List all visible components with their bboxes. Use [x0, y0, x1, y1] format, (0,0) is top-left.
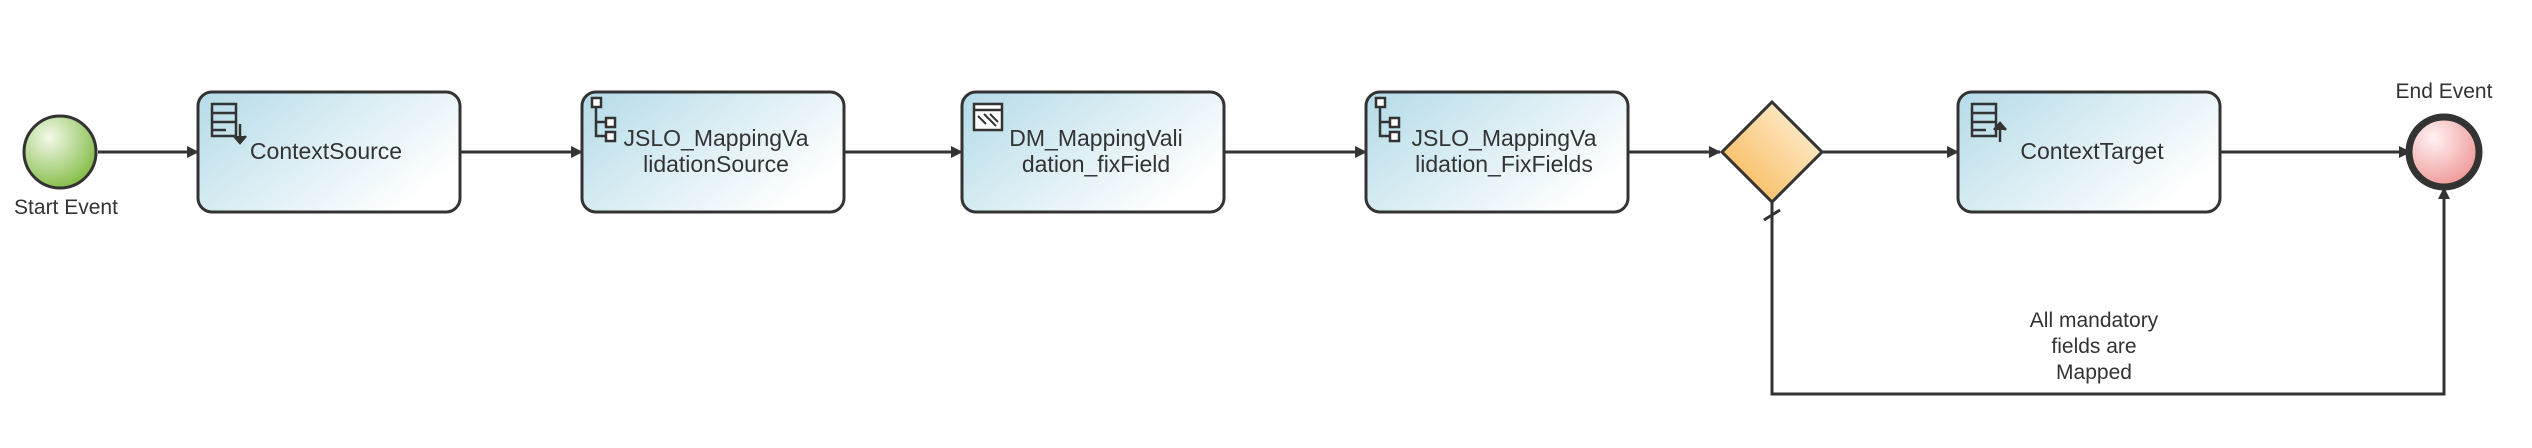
exclusive-gateway[interactable]: [1719, 99, 1825, 205]
tree-structure-icon: [1374, 96, 1401, 143]
task-label-line-2: lidationSource: [643, 151, 789, 177]
default-flow-slash: [1763, 208, 1781, 222]
sequence-flows: [98, 146, 2450, 396]
exclusive-gateway-diamond: [1719, 99, 1825, 205]
task-label-line-1: JSLO_MappingVa: [1412, 125, 1597, 151]
condition-label: All mandatory fields are Mapped: [2030, 309, 2159, 384]
start-event-label: Start Event: [14, 196, 118, 219]
data-target-icon: [1970, 102, 2007, 142]
condition-label-line-1: All mandatory: [2030, 309, 2159, 332]
task-dm-mapping-validation-fixfield[interactable]: DM_MappingVali dation_fixField: [960, 90, 1226, 214]
tree-structure-icon: [590, 96, 617, 143]
task-label-line-1: ContextTarget: [2020, 138, 2164, 164]
task-context-target[interactable]: ContextTarget: [1956, 90, 2222, 214]
task-box: [1956, 90, 2222, 214]
task-box: [960, 90, 1226, 214]
flow-gateway-to-end-conditional[interactable]: [1770, 187, 2450, 396]
task-context-source[interactable]: ContextSource: [196, 90, 462, 214]
end-event-circle: [2405, 113, 2483, 191]
condition-label-line-2: fields are: [2051, 335, 2136, 358]
task-jslo-mapping-validation-fixfields[interactable]: JSLO_MappingVa lidation_FixFields: [1364, 90, 1630, 214]
task-label-line-1: ContextSource: [250, 138, 402, 164]
task-label-line-2: dation_fixField: [1022, 151, 1170, 177]
condition-label-line-3: Mapped: [2056, 361, 2132, 384]
start-event-circle: [22, 114, 98, 190]
start-event[interactable]: Start Event: [14, 114, 118, 219]
task-box: [1364, 90, 1630, 214]
end-event[interactable]: End Event: [2396, 80, 2493, 191]
task-label-line-2: lidation_FixFields: [1415, 151, 1593, 177]
task-box: [196, 90, 462, 214]
data-source-icon: [210, 102, 247, 145]
end-event-label: End Event: [2396, 80, 2493, 103]
task-label-line-1: DM_MappingVali: [1009, 125, 1182, 151]
decision-table-icon: [972, 102, 1004, 132]
task-label-line-1: JSLO_MappingVa: [624, 125, 809, 151]
task-box: [580, 90, 846, 214]
task-jslo-mapping-validation-source[interactable]: JSLO_MappingVa lidationSource: [580, 90, 846, 214]
